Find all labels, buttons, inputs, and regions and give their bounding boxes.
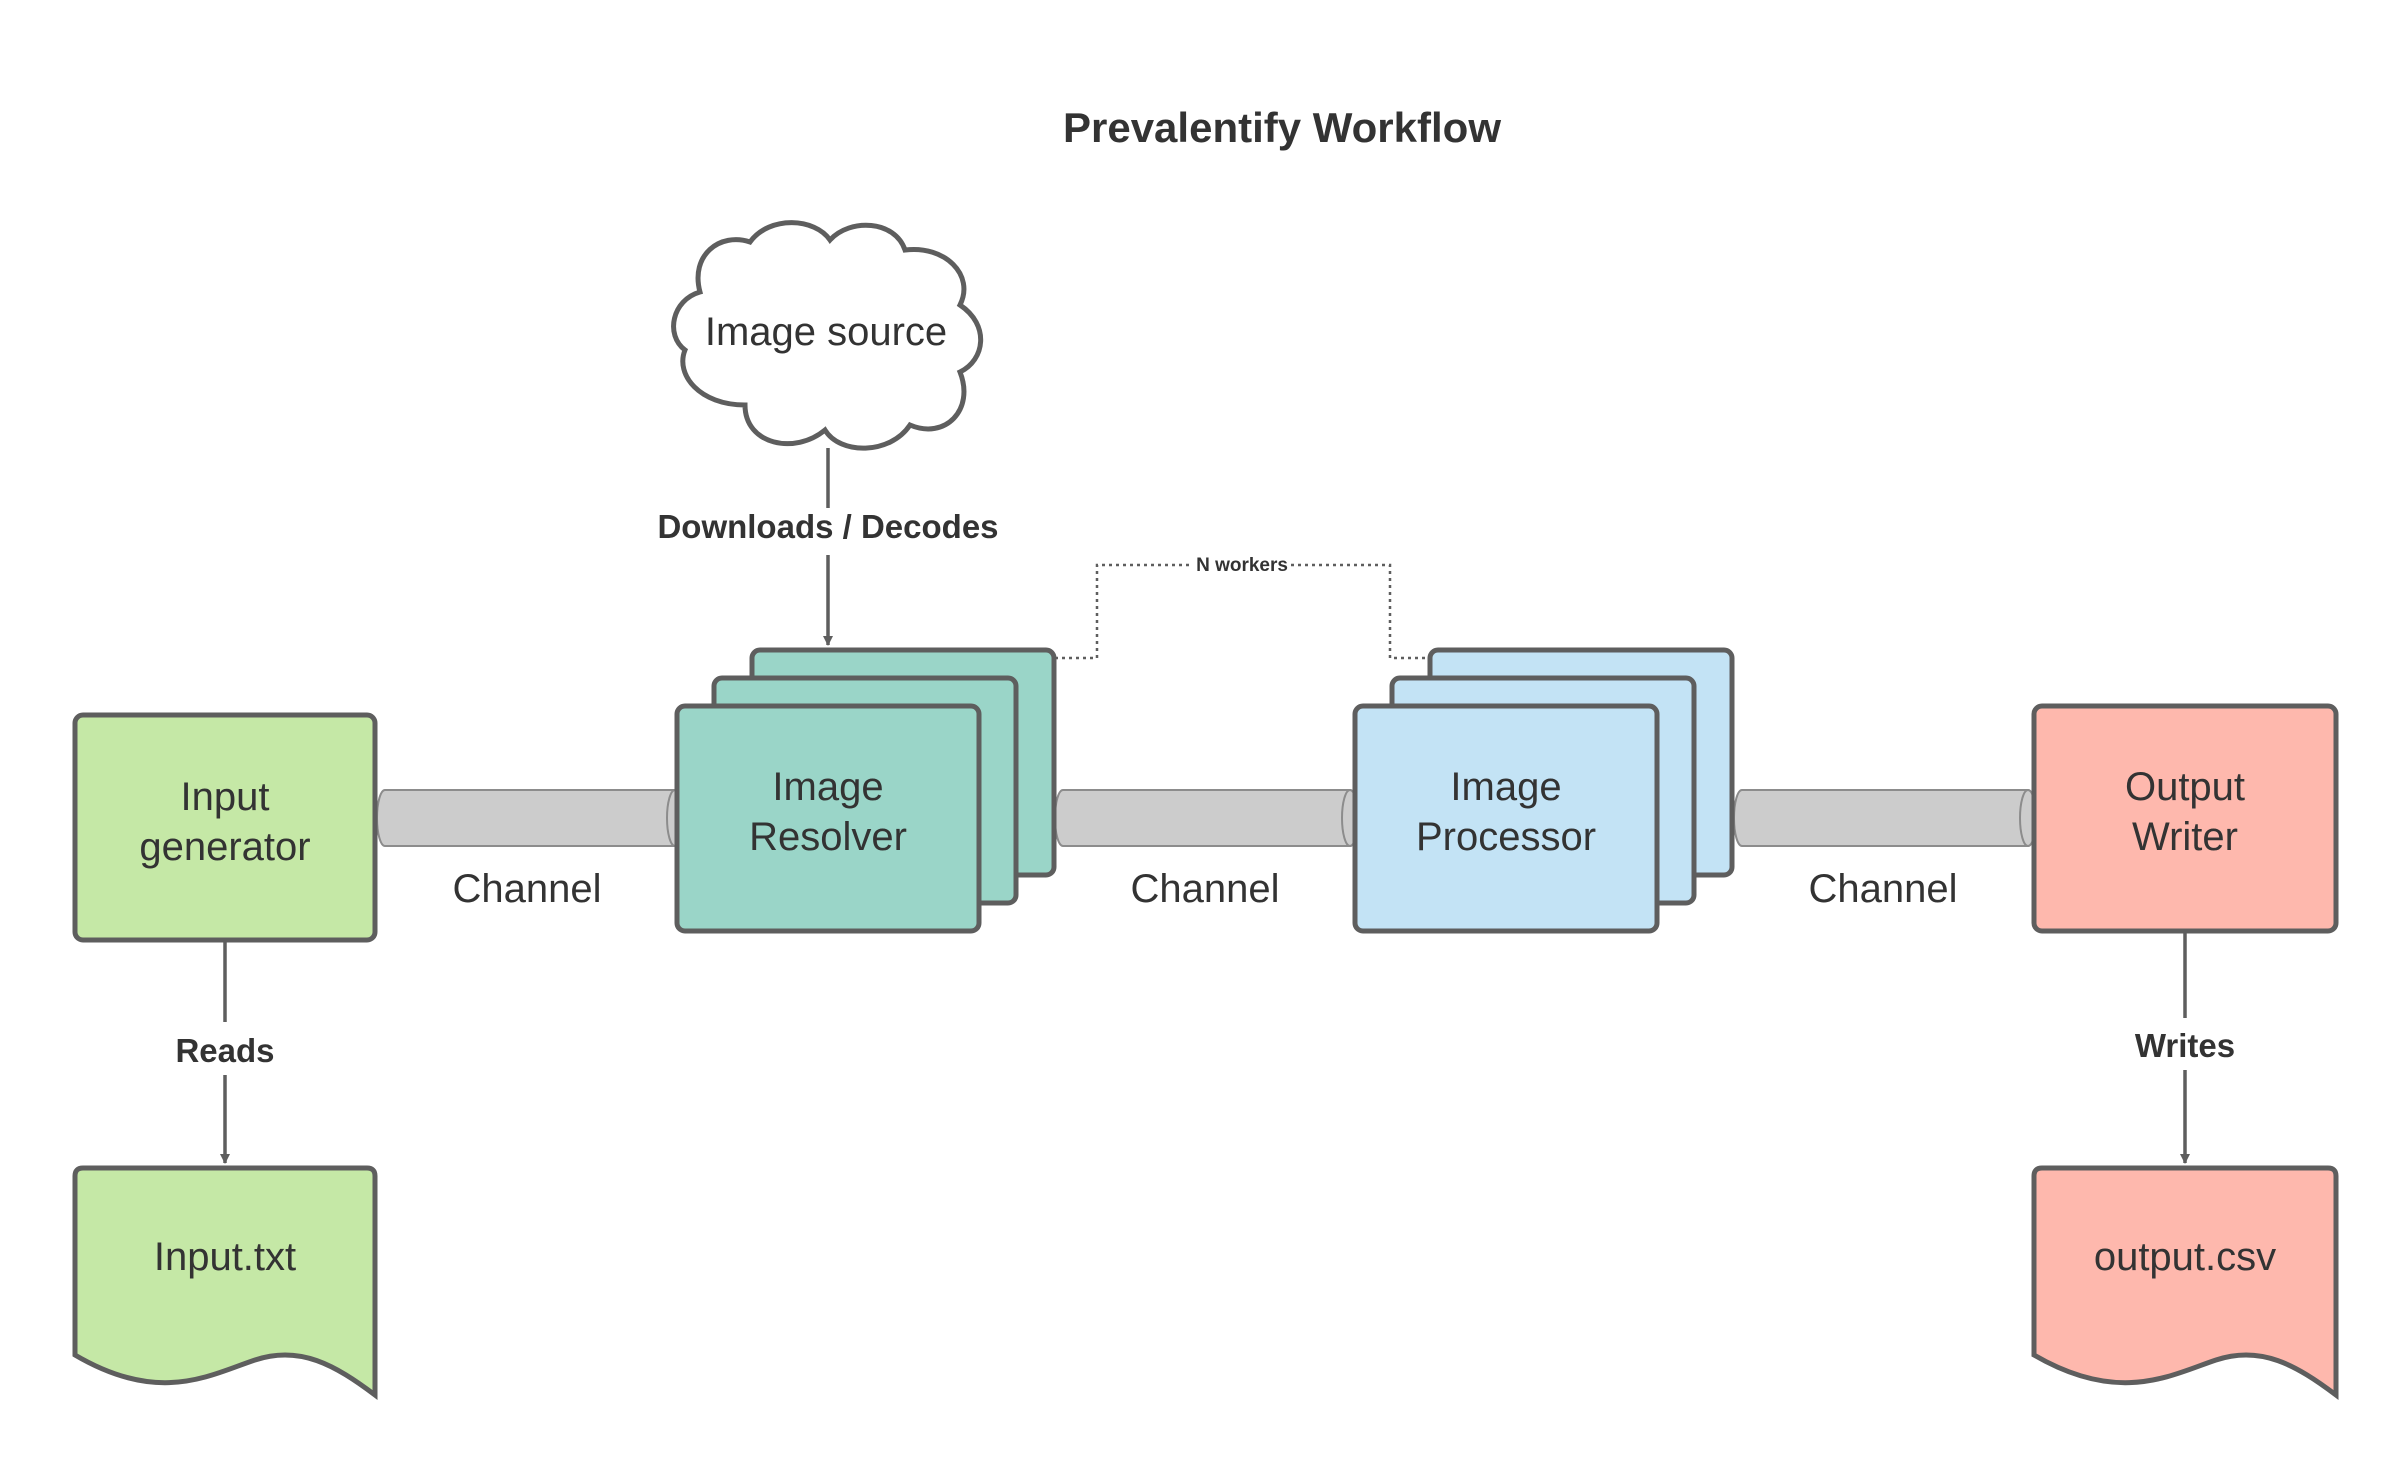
image-resolver-label-line1: Image — [772, 765, 883, 809]
reads-label: Reads — [175, 1032, 274, 1069]
output-writer-label-line2: Writer — [2132, 815, 2238, 859]
image-processor-label-line2: Processor — [1416, 815, 1596, 859]
input-generator-label-line2: generator — [139, 825, 310, 869]
image-resolver-front-card — [674, 703, 982, 934]
diagram-title: Prevalentify Workflow — [1063, 104, 1501, 151]
channel-label-1: Channel — [452, 867, 601, 911]
input-generator-box[interactable]: Input generator — [72, 712, 378, 943]
channel-label-3: Channel — [1808, 867, 1957, 911]
channel-pipe-1 — [376, 789, 684, 847]
n-workers-connector — [1055, 563, 1430, 660]
output-file-label: output.csv — [2094, 1235, 2276, 1279]
image-processor-front-card — [1352, 703, 1660, 934]
writes-label: Writes — [2135, 1027, 2235, 1064]
channel-label-2: Channel — [1130, 867, 1279, 911]
output-writer-label-line1: Output — [2125, 765, 2245, 809]
image-processor-label-line1: Image — [1450, 765, 1561, 809]
channel-pipe-2 — [1054, 789, 1359, 847]
image-resolver-label-line2: Resolver — [749, 815, 907, 859]
input-generator-label-line1: Input — [181, 775, 270, 819]
input-file-document[interactable]: Input.txt — [72, 1165, 378, 1400]
image-processor-stack[interactable]: Image Processor — [1352, 647, 1735, 934]
input-file-label: Input.txt — [154, 1235, 296, 1279]
image-source-label: Image source — [705, 310, 947, 354]
image-source-cloud[interactable]: Image source — [671, 220, 984, 451]
image-resolver-stack[interactable]: Image Resolver — [674, 647, 1057, 934]
channel-pipe-3 — [1733, 789, 2037, 847]
n-workers-label-bg — [1190, 552, 1290, 578]
n-workers-label: N workers — [1196, 555, 1288, 576]
output-file-document[interactable]: output.csv — [2031, 1165, 2339, 1400]
downloads-decodes-label: Downloads / Decodes — [657, 508, 998, 545]
output-writer-box[interactable]: Output Writer — [2031, 703, 2339, 934]
